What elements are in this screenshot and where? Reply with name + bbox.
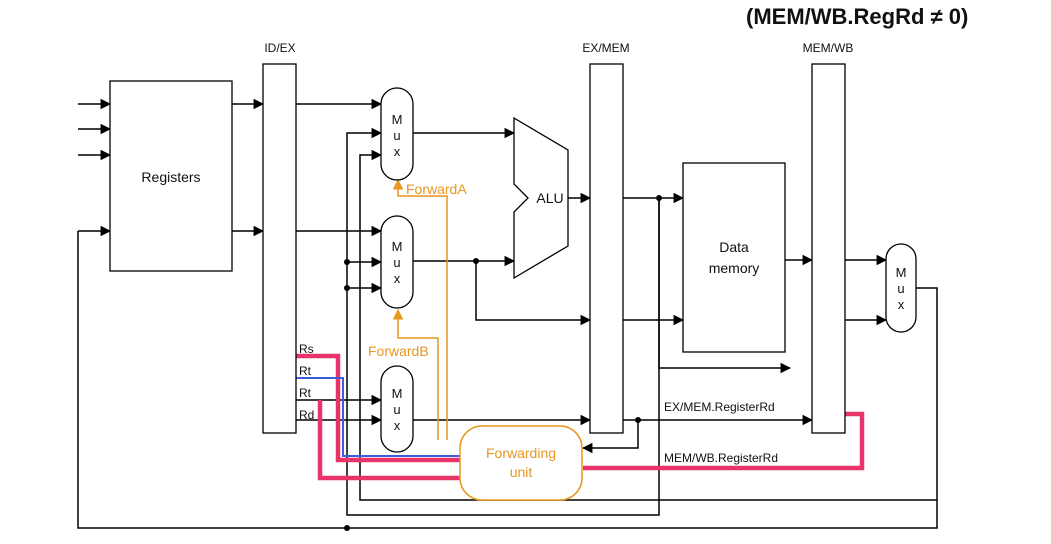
mux-b-letter-x: x: [394, 271, 401, 286]
condition-label: (MEM/WB.RegRd ≠ 0): [746, 4, 968, 29]
forwarding-unit-block: [459, 425, 583, 501]
mux-a-letter-x: x: [394, 144, 401, 159]
mux-a: [380, 87, 414, 181]
id-ex-label: ID/EX: [264, 41, 295, 55]
mem-wb-label: MEM/WB: [803, 41, 854, 55]
mux-a-letter-m: M: [392, 112, 403, 127]
mux-b-letter-m: M: [392, 239, 403, 254]
data-memory-label-line1: Data: [719, 239, 749, 255]
ex-mem-registerrd-label: EX/MEM.RegisterRd: [664, 400, 775, 414]
mux-b: [380, 215, 414, 309]
alu-label: ALU: [536, 190, 563, 206]
mux-c-letter-m: M: [392, 386, 403, 401]
mux-b-letter-u: u: [393, 255, 400, 270]
registers-block: [109, 80, 233, 272]
alu-block: [513, 116, 569, 280]
control-wires: [392, 178, 448, 440]
mem-wb-registerrd-label: MEM/WB.RegisterRd: [664, 451, 778, 465]
highlight-paths: [296, 353, 865, 481]
forwarding-unit-label-line1: Forwarding: [486, 445, 556, 461]
mux-wb-letter-x: x: [898, 297, 905, 312]
rd-label: Rd: [299, 408, 314, 422]
mux-c-letter-u: u: [393, 402, 400, 417]
rs-label: Rs: [299, 342, 314, 356]
mem-wb-register: [811, 63, 846, 434]
ex-mem-label: EX/MEM: [582, 41, 629, 55]
mux-wb-letter-u: u: [897, 281, 904, 296]
mux-writeback: [885, 243, 917, 333]
id-ex-register: [262, 63, 297, 434]
ex-mem-register: [589, 63, 624, 434]
registers-label: Registers: [141, 169, 200, 185]
forward-a-label: ForwardA: [406, 181, 467, 197]
forward-b-label: ForwardB: [368, 343, 429, 359]
mux-a-letter-u: u: [393, 128, 400, 143]
mux-wb-letter-m: M: [896, 265, 907, 280]
mux-c-letter-x: x: [394, 418, 401, 433]
data-memory-block: [682, 162, 786, 353]
rt-label-1: Rt: [299, 364, 312, 378]
rt-label-2: Rt: [299, 386, 312, 400]
forwarding-unit-label-line2: unit: [510, 464, 533, 480]
mux-c: [380, 365, 414, 453]
data-memory-label-line2: memory: [709, 260, 760, 276]
